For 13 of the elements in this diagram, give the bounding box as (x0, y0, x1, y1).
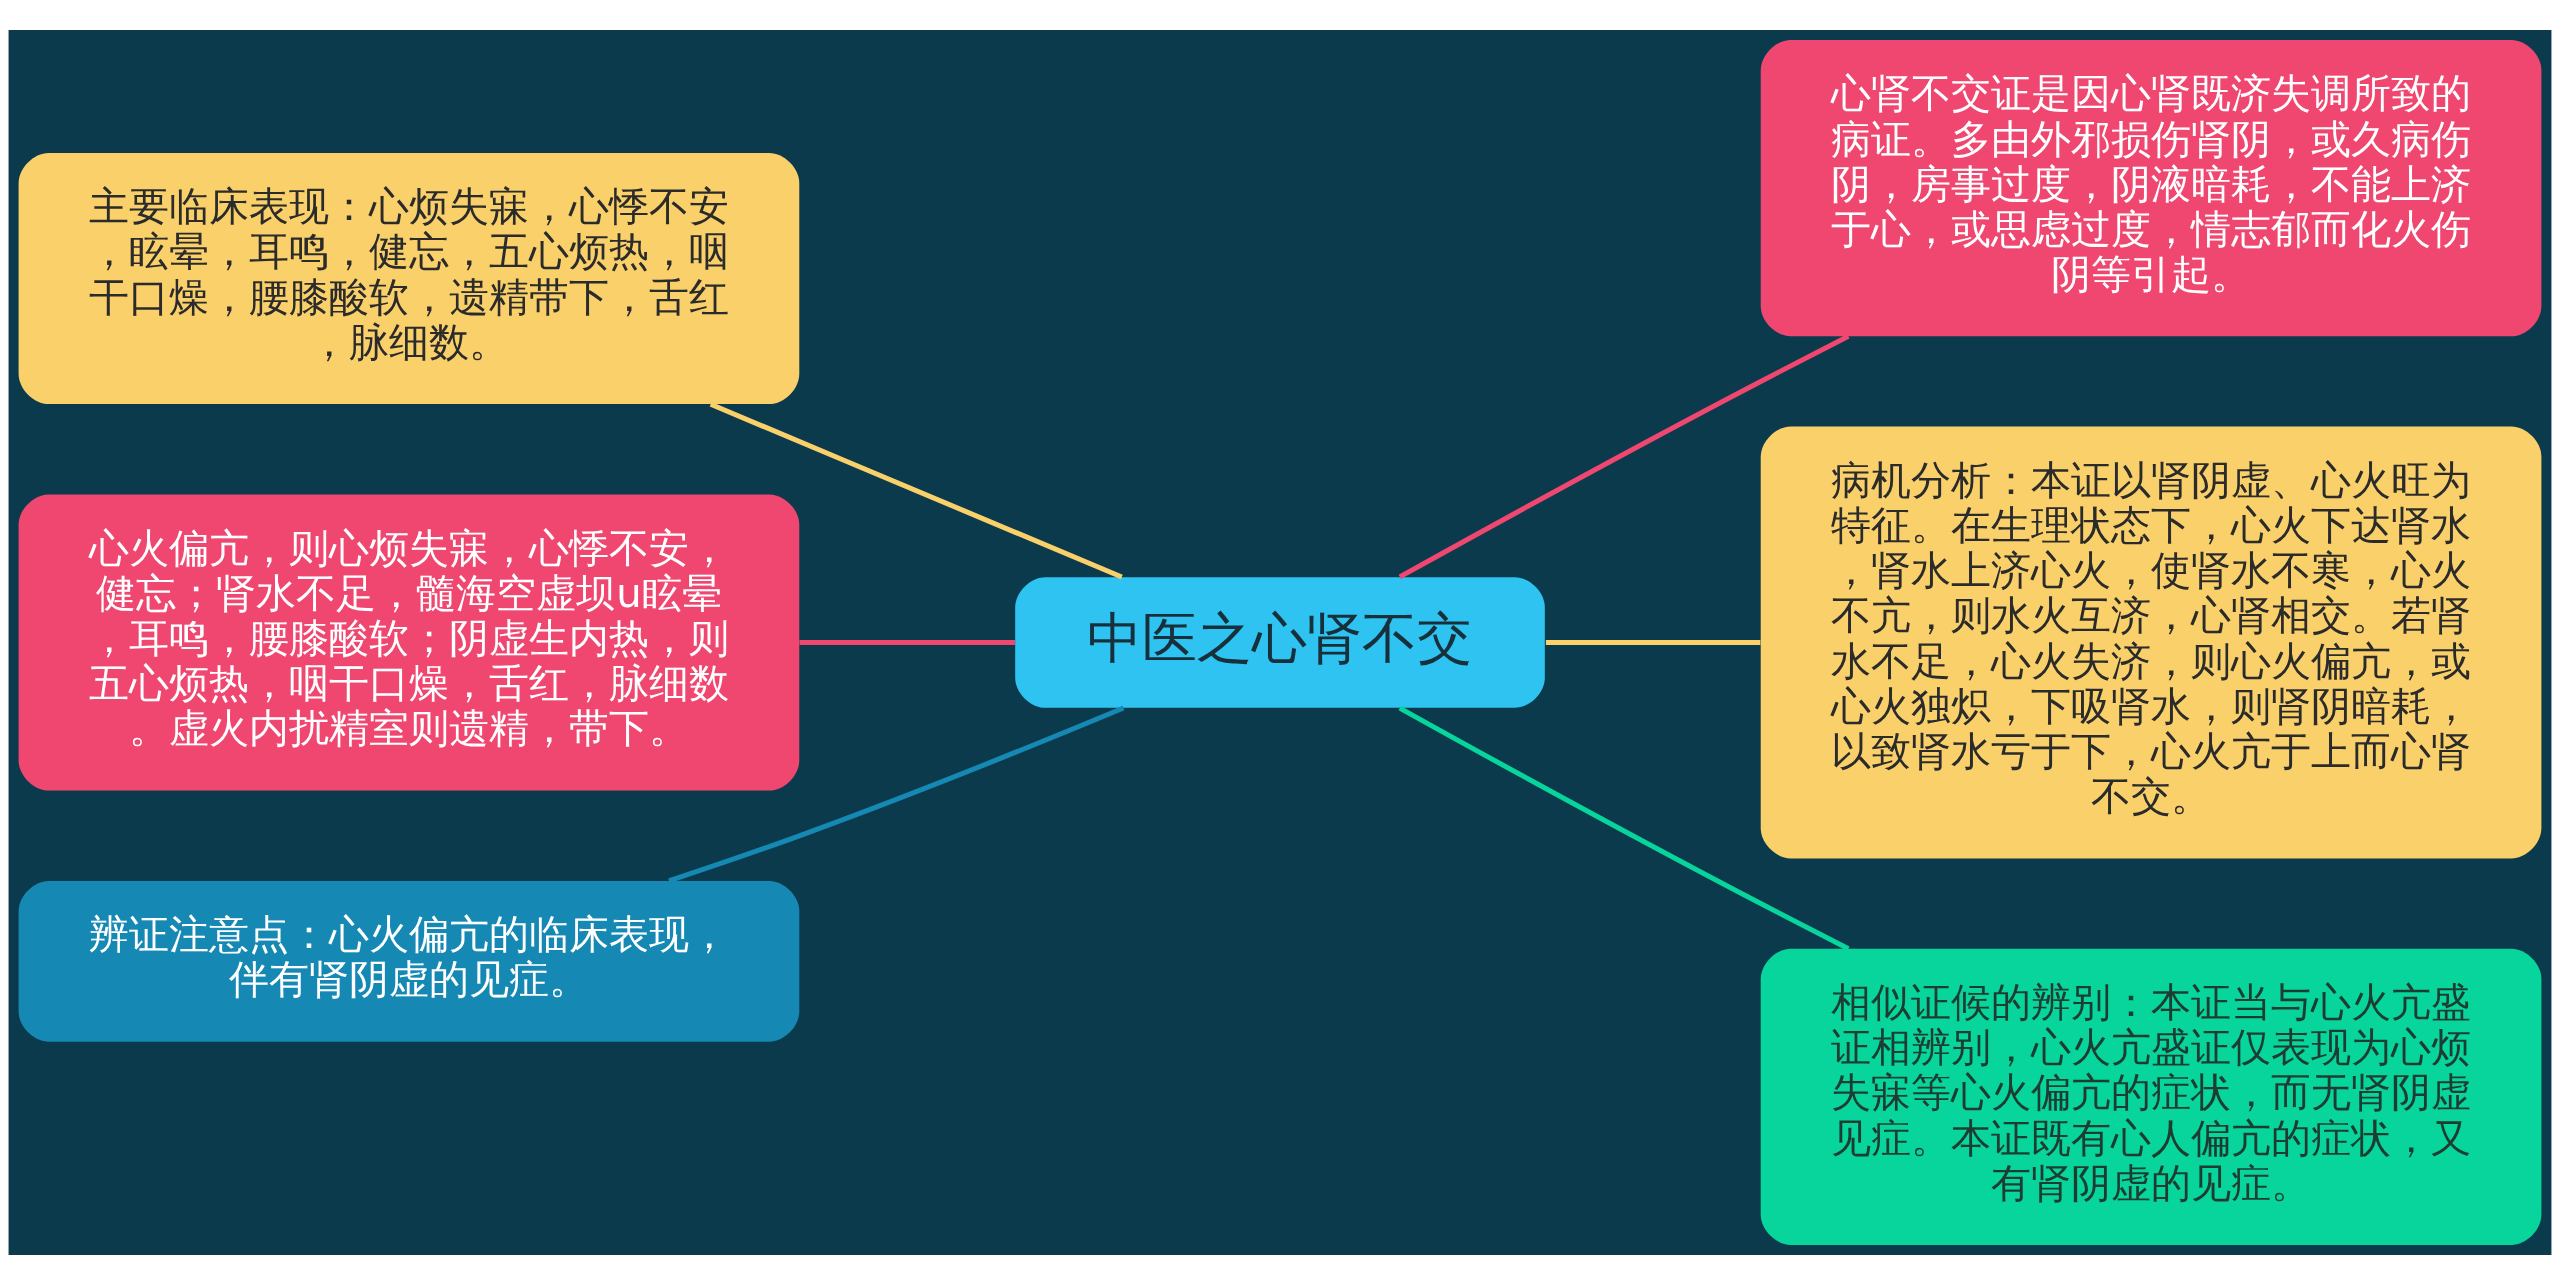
connector (668, 705, 1125, 883)
connector (1398, 705, 1850, 951)
node-box: 心肾不交证是因心肾既济失调所致的病证。多由外邪损伤肾阴，或久病伤阴，房事过度，阴液暗耗，不能上济于心，或思虑过度，情志郁而化火伤阴等引起。 (1760, 39, 2542, 336)
node-box: 病机分析：本证以肾阴虚、心火旺为特征。在生理状态下，心火下达肾水，肾水上济心火，使肾水不寒，心火不亢，则水火互济，心肾相交。若肾水不足，心火失济，则心火偏亢，或心火独炽，下吸肾水，则肾阴暗耗，以致肾水亏于下，心火亢于上而心肾不交。 (1760, 426, 2542, 858)
node-box: 相似证候的辨别：本证当与心火亢盛证相辨别，心火亢盛证仅表现为心烦失寐等心火偏亢的症状，而无肾阴虚见症。本证既有心人偏亢的症状，又有肾阴虚的见症。 (1760, 948, 2542, 1245)
node-box: 主要临床表现：心烦失寐，心悸不安，眩晕，耳鸣，健忘，五心烦热，咽干口燥，腰膝酸软，遗精带下，舌红，脉细数。 (18, 152, 800, 404)
connector (1398, 333, 1850, 579)
connector (709, 401, 1123, 579)
node-box: 中医之心肾不交 (1015, 576, 1545, 708)
node-box: 辨证注意点：心火偏亢的临床表现，伴有肾阴虚的见症。 (18, 880, 800, 1042)
connector (799, 639, 1015, 645)
connector (1545, 639, 1761, 645)
node-box: 心火偏亢，则心烦失寐，心悸不安，健忘；肾水不足，髓海空虚坝u眩晕，耳鸣，腰膝酸软；阴虚生内热，则五心烦热，咽干口燥，舌红，脉细数。虚火内扰精室则遗精，带下。 (18, 493, 800, 791)
